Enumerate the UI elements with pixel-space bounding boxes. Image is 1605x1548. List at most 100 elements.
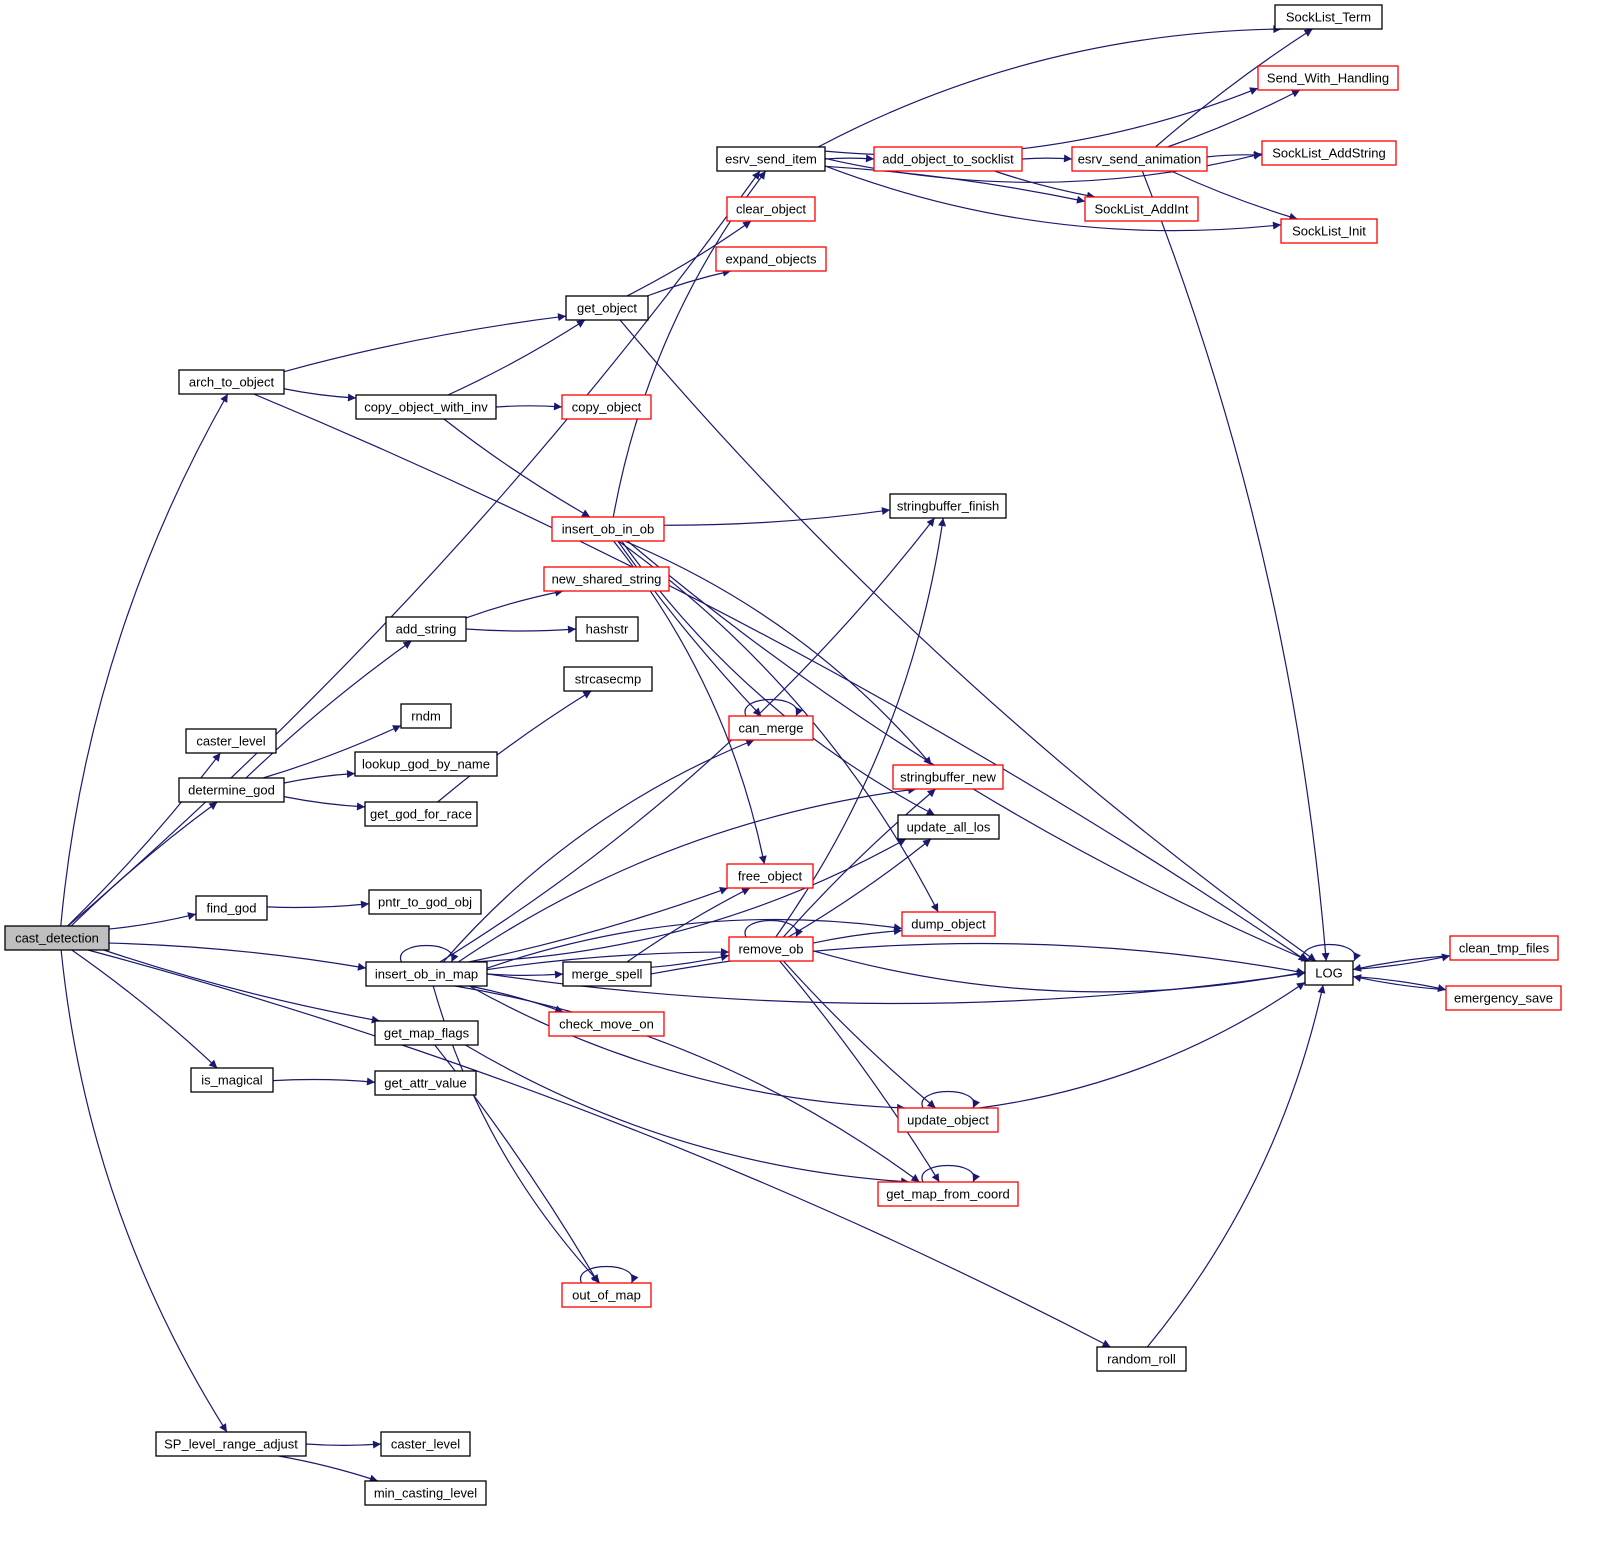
- node-box[interactable]: [892, 764, 1004, 790]
- node-box[interactable]: [1304, 960, 1354, 986]
- node-out-of-map[interactable]: out_of_map: [561, 1282, 652, 1308]
- node-cast-detection[interactable]: cast_detection: [4, 925, 110, 951]
- node-update-all-los[interactable]: update_all_los: [897, 814, 1000, 840]
- node-update-object[interactable]: update_object: [897, 1107, 999, 1133]
- node-box[interactable]: [4, 925, 110, 951]
- node-box[interactable]: [716, 146, 826, 172]
- node-caster-level-2[interactable]: caster_level: [380, 1431, 471, 1457]
- node-box[interactable]: [873, 146, 1023, 172]
- node-box[interactable]: [877, 1181, 1019, 1207]
- node-box[interactable]: [195, 895, 268, 921]
- node-clean-tmp-files[interactable]: clean_tmp_files: [1449, 935, 1559, 961]
- node-box[interactable]: [354, 751, 498, 777]
- node-clear-object[interactable]: clear_object: [726, 196, 816, 222]
- node-box[interactable]: [543, 566, 670, 592]
- node-insert-ob-in-ob[interactable]: insert_ob_in_ob: [551, 516, 665, 542]
- node-box[interactable]: [726, 196, 816, 222]
- node-box[interactable]: [548, 1011, 665, 1037]
- node-box[interactable]: [385, 616, 467, 642]
- node-merge-spell[interactable]: merge_spell: [562, 961, 652, 987]
- node-insert-ob-in-map[interactable]: insert_ob_in_map: [365, 961, 488, 987]
- node-determine-god[interactable]: determine_god: [178, 777, 285, 803]
- node-box[interactable]: [561, 1282, 652, 1308]
- node-dump-object[interactable]: dump_object: [901, 911, 996, 937]
- node-log[interactable]: LOG: [1304, 960, 1354, 986]
- node-box[interactable]: [728, 715, 814, 741]
- node-expand-objects[interactable]: expand_objects: [715, 246, 827, 272]
- node-esrv-send-item[interactable]: esrv_send_item: [716, 146, 826, 172]
- node-box[interactable]: [364, 801, 478, 827]
- node-socklist-addint[interactable]: SockList_AddInt: [1084, 196, 1199, 222]
- node-box[interactable]: [728, 936, 814, 962]
- node-add-object-to-socklist[interactable]: add_object_to_socklist: [873, 146, 1023, 172]
- node-stringbuffer-new[interactable]: stringbuffer_new: [892, 764, 1004, 790]
- node-box[interactable]: [561, 394, 652, 420]
- node-box[interactable]: [365, 961, 488, 987]
- node-box[interactable]: [364, 1480, 487, 1506]
- node-caster-level-1[interactable]: caster_level: [185, 728, 277, 754]
- node-remove-ob[interactable]: remove_ob: [728, 936, 814, 962]
- node-get-map-from-coord[interactable]: get_map_from_coord: [877, 1181, 1019, 1207]
- node-get-attr-value[interactable]: get_attr_value: [374, 1070, 477, 1096]
- node-pntr-to-god-obj[interactable]: pntr_to_god_obj: [368, 889, 482, 915]
- node-check-move-on[interactable]: check_move_on: [548, 1011, 665, 1037]
- node-arch-to-object[interactable]: arch_to_object: [178, 369, 285, 395]
- node-can-merge[interactable]: can_merge: [728, 715, 814, 741]
- node-box[interactable]: [1084, 196, 1199, 222]
- node-box[interactable]: [178, 369, 285, 395]
- node-is-magical[interactable]: is_magical: [190, 1067, 274, 1093]
- node-box[interactable]: [1257, 65, 1399, 91]
- node-get-god-for-race[interactable]: get_god_for_race: [364, 801, 478, 827]
- node-rndm[interactable]: rndm: [400, 703, 452, 729]
- node-send-with-handling[interactable]: Send_With_Handling: [1257, 65, 1399, 91]
- node-box[interactable]: [1280, 218, 1378, 244]
- node-box[interactable]: [155, 1431, 307, 1457]
- node-esrv-send-animation[interactable]: esrv_send_animation: [1071, 146, 1208, 172]
- node-box[interactable]: [575, 616, 639, 642]
- node-box[interactable]: [368, 889, 482, 915]
- node-box[interactable]: [897, 814, 1000, 840]
- node-copy-object[interactable]: copy_object: [561, 394, 652, 420]
- node-box[interactable]: [380, 1431, 471, 1457]
- node-min-casting-level[interactable]: min_casting_level: [364, 1480, 487, 1506]
- node-box[interactable]: [1274, 4, 1383, 30]
- node-box[interactable]: [551, 516, 665, 542]
- node-box[interactable]: [355, 394, 497, 420]
- node-box[interactable]: [889, 493, 1007, 519]
- node-add-string[interactable]: add_string: [385, 616, 467, 642]
- node-box[interactable]: [1445, 985, 1562, 1011]
- node-sp-level-range-adjust[interactable]: SP_level_range_adjust: [155, 1431, 307, 1457]
- node-stringbuffer-finish[interactable]: stringbuffer_finish: [889, 493, 1007, 519]
- node-box[interactable]: [400, 703, 452, 729]
- node-box[interactable]: [185, 728, 277, 754]
- node-lookup-god-by-name[interactable]: lookup_god_by_name: [354, 751, 498, 777]
- node-hashstr[interactable]: hashstr: [575, 616, 639, 642]
- node-box[interactable]: [901, 911, 996, 937]
- node-box[interactable]: [1261, 140, 1397, 166]
- node-strcasecmp[interactable]: strcasecmp: [563, 666, 653, 692]
- node-box[interactable]: [1096, 1346, 1187, 1372]
- node-box[interactable]: [563, 666, 653, 692]
- node-box[interactable]: [715, 246, 827, 272]
- node-box[interactable]: [178, 777, 285, 803]
- node-socklist-addstring[interactable]: SockList_AddString: [1261, 140, 1397, 166]
- node-emergency-save[interactable]: emergency_save: [1445, 985, 1562, 1011]
- node-box[interactable]: [374, 1020, 479, 1046]
- node-box[interactable]: [1449, 935, 1559, 961]
- node-socklist-init[interactable]: SockList_Init: [1280, 218, 1378, 244]
- node-socklist-term[interactable]: SockList_Term: [1274, 4, 1383, 30]
- node-box[interactable]: [565, 295, 649, 321]
- node-get-object[interactable]: get_object: [565, 295, 649, 321]
- node-copy-object-with-inv[interactable]: copy_object_with_inv: [355, 394, 497, 420]
- node-box[interactable]: [1071, 146, 1208, 172]
- node-box[interactable]: [190, 1067, 274, 1093]
- node-box[interactable]: [374, 1070, 477, 1096]
- node-find-god[interactable]: find_god: [195, 895, 268, 921]
- node-box[interactable]: [562, 961, 652, 987]
- node-new-shared-string[interactable]: new_shared_string: [543, 566, 670, 592]
- node-get-map-flags[interactable]: get_map_flags: [374, 1020, 479, 1046]
- node-random-roll[interactable]: random_roll: [1096, 1346, 1187, 1372]
- node-box[interactable]: [897, 1107, 999, 1133]
- node-box[interactable]: [726, 863, 814, 889]
- node-free-object[interactable]: free_object: [726, 863, 814, 889]
